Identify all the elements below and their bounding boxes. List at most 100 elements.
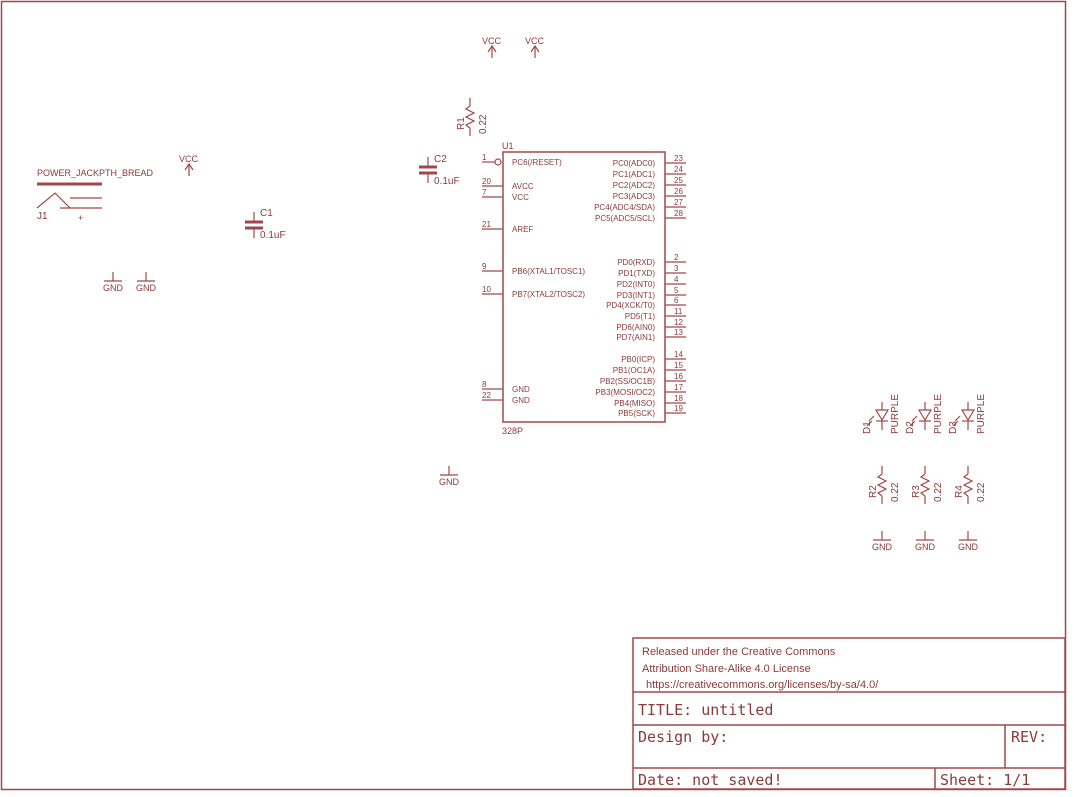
resistor-r3[interactable]: R3 0.22	[911, 466, 944, 504]
pin-number: 5	[674, 286, 679, 295]
pin-label: AREF	[512, 225, 533, 234]
title-block-frame	[632, 637, 1066, 790]
date-label: Date: not saved!	[638, 771, 783, 789]
pin-label: PD2(INT0)	[617, 280, 656, 289]
power-jack-j1[interactable]: POWER_JACKPTH_BREAD J1 +	[36, 168, 154, 223]
resistor-r2[interactable]: R2 0.22	[868, 466, 901, 504]
capacitor-c1[interactable]: C1 0.1uF	[245, 208, 286, 241]
pin-label: PD6(AIN0)	[616, 323, 655, 332]
gnd-label: GND	[915, 542, 936, 552]
pin-number: 6	[674, 296, 679, 305]
pin-label: PB7(XTAL2/TOSC2)	[512, 290, 585, 299]
pin-number: 12	[674, 318, 683, 327]
gnd-label: GND	[136, 283, 157, 293]
led-d2[interactable]: D2 PURPLE	[905, 394, 944, 434]
pin-label: PC5(ADC5/SCL)	[595, 214, 655, 223]
pin-number: 15	[674, 361, 683, 370]
pin-number: 25	[674, 176, 683, 185]
capacitor-value: 0.1uF	[260, 230, 286, 241]
mcu-name: U1	[502, 141, 514, 151]
led-d1[interactable]: D1 PURPLE	[862, 394, 901, 434]
pin-label: AVCC	[512, 182, 534, 191]
pin-label: PB0(ICP)	[621, 355, 655, 364]
resistor-name: R1	[456, 117, 467, 130]
title-block: Released under the Creative Commons Attr…	[632, 637, 1066, 790]
pin-number: 1	[482, 153, 487, 162]
pin-label: PB2(SS/OC1B)	[600, 377, 655, 386]
gnd-symbol: GND	[915, 531, 936, 552]
vcc-label: VCC	[525, 36, 545, 46]
pin-number: 2	[674, 253, 679, 262]
pin-number: 23	[674, 154, 683, 163]
gnd-symbol: GND	[958, 531, 979, 552]
gnd-label: GND	[872, 542, 893, 552]
pin-label: PD3(INT1)	[617, 291, 656, 300]
license-url: https://creativecommons.org/licenses/by-…	[646, 679, 879, 691]
mcu-value: 328P	[502, 426, 523, 436]
pin-label: PD5(T1)	[625, 312, 656, 321]
pin-number: 26	[674, 187, 683, 196]
resistor-value: 0.22	[976, 482, 987, 502]
led-d3[interactable]: D3 PURPLE	[948, 394, 987, 434]
resistor-r1[interactable]: R1 0.22	[456, 98, 489, 136]
gnd-symbol: GND	[872, 531, 893, 552]
gnd-symbol: GND	[136, 272, 157, 293]
pin-label: PC2(ADC2)	[613, 181, 656, 190]
resistor-name: R4	[954, 485, 965, 498]
power-jack-value: POWER_JACKPTH_BREAD	[37, 168, 154, 178]
pin-label: PB3(MOSI/OC2)	[595, 388, 655, 397]
gnd-symbol: GND	[439, 466, 460, 487]
pin-number: 11	[674, 307, 683, 316]
pin-number: 20	[482, 177, 491, 186]
capacitor-name: C1	[260, 208, 273, 219]
pin-number: 7	[482, 188, 487, 197]
gnd-label: GND	[103, 283, 124, 293]
microcontroller-u1[interactable]: U1 328P 1PC6(/RESET)20AVCC7VCC21AREF9PB6…	[482, 141, 686, 436]
pin-label: PB6(XTAL1/TOSC1)	[512, 267, 585, 276]
reset-inversion-bubble	[494, 158, 502, 166]
led-value: PURPLE	[976, 394, 987, 434]
capacitor-c2[interactable]: C2 0.1uF	[419, 154, 460, 187]
mcu-body	[502, 151, 666, 423]
led-value: PURPLE	[933, 394, 944, 434]
resistor-value: 0.22	[890, 482, 901, 502]
gnd-label: GND	[439, 477, 460, 487]
pin-number: 16	[674, 372, 683, 381]
vcc-symbol: VCC	[179, 154, 199, 176]
pin-number: 17	[674, 383, 683, 392]
gnd-symbol: GND	[103, 272, 124, 293]
led-name: D3	[948, 421, 959, 434]
resistor-r4[interactable]: R4 0.22	[954, 466, 987, 504]
